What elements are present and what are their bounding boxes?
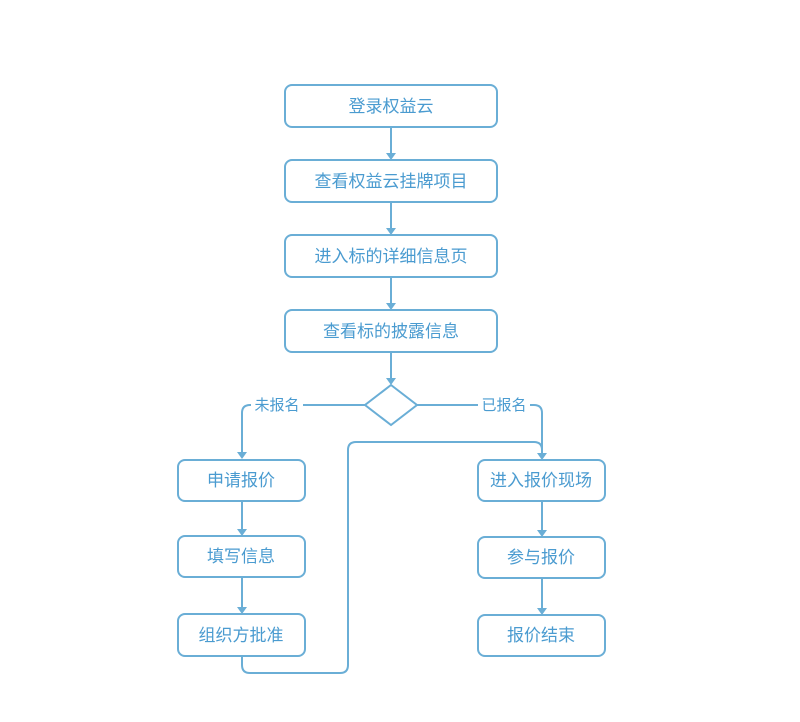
- step-apply-quote: 申请报价: [177, 459, 306, 502]
- step-label: 报价结束: [507, 626, 575, 646]
- step-box: [284, 309, 498, 353]
- arrowhead: [237, 607, 247, 614]
- arrowhead: [237, 452, 247, 459]
- branch-label-registered: 已报名: [481, 396, 526, 414]
- step-enter-quote-site: 进入报价现场: [477, 459, 606, 502]
- step-box: [284, 234, 498, 278]
- decision-diamond: [363, 383, 419, 427]
- branch-label-not-registered: 未报名: [254, 396, 299, 414]
- arrowhead: [386, 228, 396, 235]
- step-label: 进入标的详细信息页: [315, 247, 468, 267]
- step-box: [177, 535, 306, 578]
- step-label: 申请报价: [207, 471, 275, 491]
- step-organizer-approve: 组织方批准: [177, 613, 306, 657]
- arrowhead: [386, 153, 396, 160]
- step-label: 查看标的披露信息: [323, 322, 459, 342]
- connector-decision-to-quote-site: [417, 404, 543, 453]
- step-box: [477, 459, 606, 502]
- arrowhead: [386, 303, 396, 310]
- step-label: 参与报价: [507, 548, 575, 568]
- label-mask: [251, 395, 303, 415]
- label-mask: [478, 395, 530, 415]
- step-view-listing: 查看权益云挂牌项目: [284, 159, 498, 203]
- arrowhead: [537, 453, 547, 460]
- step-box: [177, 459, 306, 502]
- step-box: [477, 614, 606, 657]
- step-fill-info: 填写信息: [177, 535, 306, 578]
- arrowhead: [537, 608, 547, 615]
- step-label: 查看权益云挂牌项目: [315, 172, 468, 192]
- step-box: [284, 84, 498, 128]
- step-view-disclosure: 查看标的披露信息: [284, 309, 498, 353]
- step-label: 组织方批准: [199, 626, 284, 646]
- step-join-quote: 参与报价: [477, 536, 606, 579]
- connector-decision-to-apply: [241, 404, 365, 452]
- step-label: 登录权益云: [349, 97, 434, 117]
- connector-approve-to-quote-site: [241, 441, 543, 674]
- step-quote-end: 报价结束: [477, 614, 606, 657]
- arrowhead: [237, 529, 247, 536]
- step-box: [477, 536, 606, 579]
- step-label: 填写信息: [207, 547, 275, 567]
- step-box: [284, 159, 498, 203]
- step-login: 登录权益云: [284, 84, 498, 128]
- step-label: 进入报价现场: [490, 471, 592, 491]
- arrowhead: [386, 378, 396, 385]
- step-box: [177, 613, 306, 657]
- arrowhead: [537, 530, 547, 537]
- step-enter-detail: 进入标的详细信息页: [284, 234, 498, 278]
